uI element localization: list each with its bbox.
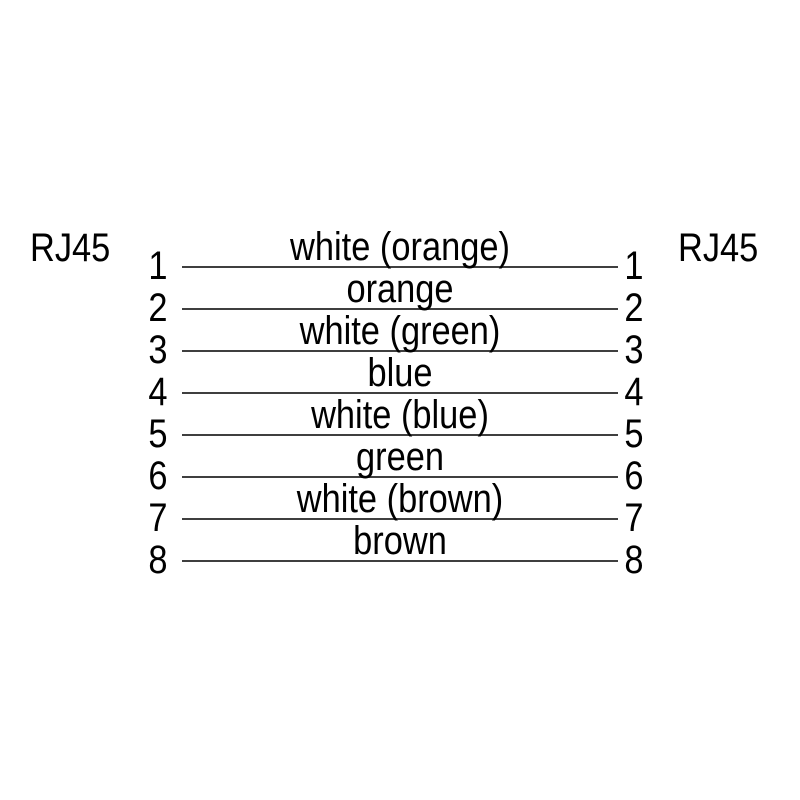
pin-number-right: 4: [624, 370, 644, 414]
rj45-connector-label-left: RJ45: [30, 226, 111, 270]
pin-number-right: 3: [624, 328, 644, 372]
wire-line: [182, 518, 618, 520]
pin-number-right: 6: [624, 454, 644, 498]
wire-line: [182, 308, 618, 310]
wire-line: [182, 476, 618, 478]
wire-line: [182, 392, 618, 394]
pin-number-left: 1: [148, 244, 168, 288]
pin-number-right: 1: [624, 244, 644, 288]
wire-line: [182, 434, 618, 436]
wire-color-label: orange: [346, 267, 454, 311]
wire-line: [182, 266, 618, 268]
pin-number-right: 7: [624, 496, 644, 540]
pin-number-left: 2: [148, 286, 168, 330]
pin-number-left: 5: [148, 412, 168, 456]
wire-color-label: blue: [367, 351, 433, 395]
wire-color-label: white (blue): [311, 393, 489, 437]
pin-number-right: 5: [624, 412, 644, 456]
pin-number-left: 4: [148, 370, 168, 414]
wire-line: [182, 560, 618, 562]
wire-color-label: brown: [353, 519, 447, 563]
wire-color-label: green: [356, 435, 444, 479]
wire-color-label: white (green): [299, 309, 501, 353]
pin-number-left: 8: [148, 538, 168, 582]
pin-number-left: 3: [148, 328, 168, 372]
pin-number-left: 6: [148, 454, 168, 498]
wire-line: [182, 350, 618, 352]
pin-number-right: 2: [624, 286, 644, 330]
pin-number-left: 7: [148, 496, 168, 540]
wire-color-label: white (orange): [290, 225, 510, 269]
wire-color-label: white (brown): [296, 477, 504, 521]
rj45-connector-label-right: RJ45: [678, 226, 759, 270]
pin-number-right: 8: [624, 538, 644, 582]
